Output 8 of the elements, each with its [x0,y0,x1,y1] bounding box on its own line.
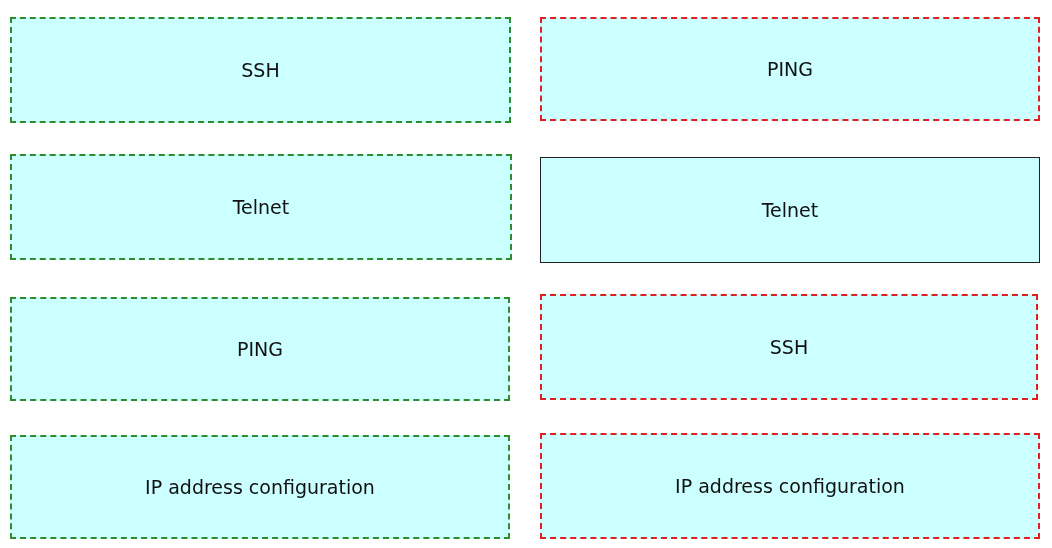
answer-box: Telnet [540,157,1040,263]
answer-box: SSH [10,17,511,123]
answer-box: Telnet [10,154,512,260]
answer-box: SSH [540,294,1038,400]
answer-box: IP address configuration [10,435,510,539]
answer-box: IP address configuration [540,433,1040,539]
answer-box: PING [540,17,1040,121]
answer-box: PING [10,297,510,401]
